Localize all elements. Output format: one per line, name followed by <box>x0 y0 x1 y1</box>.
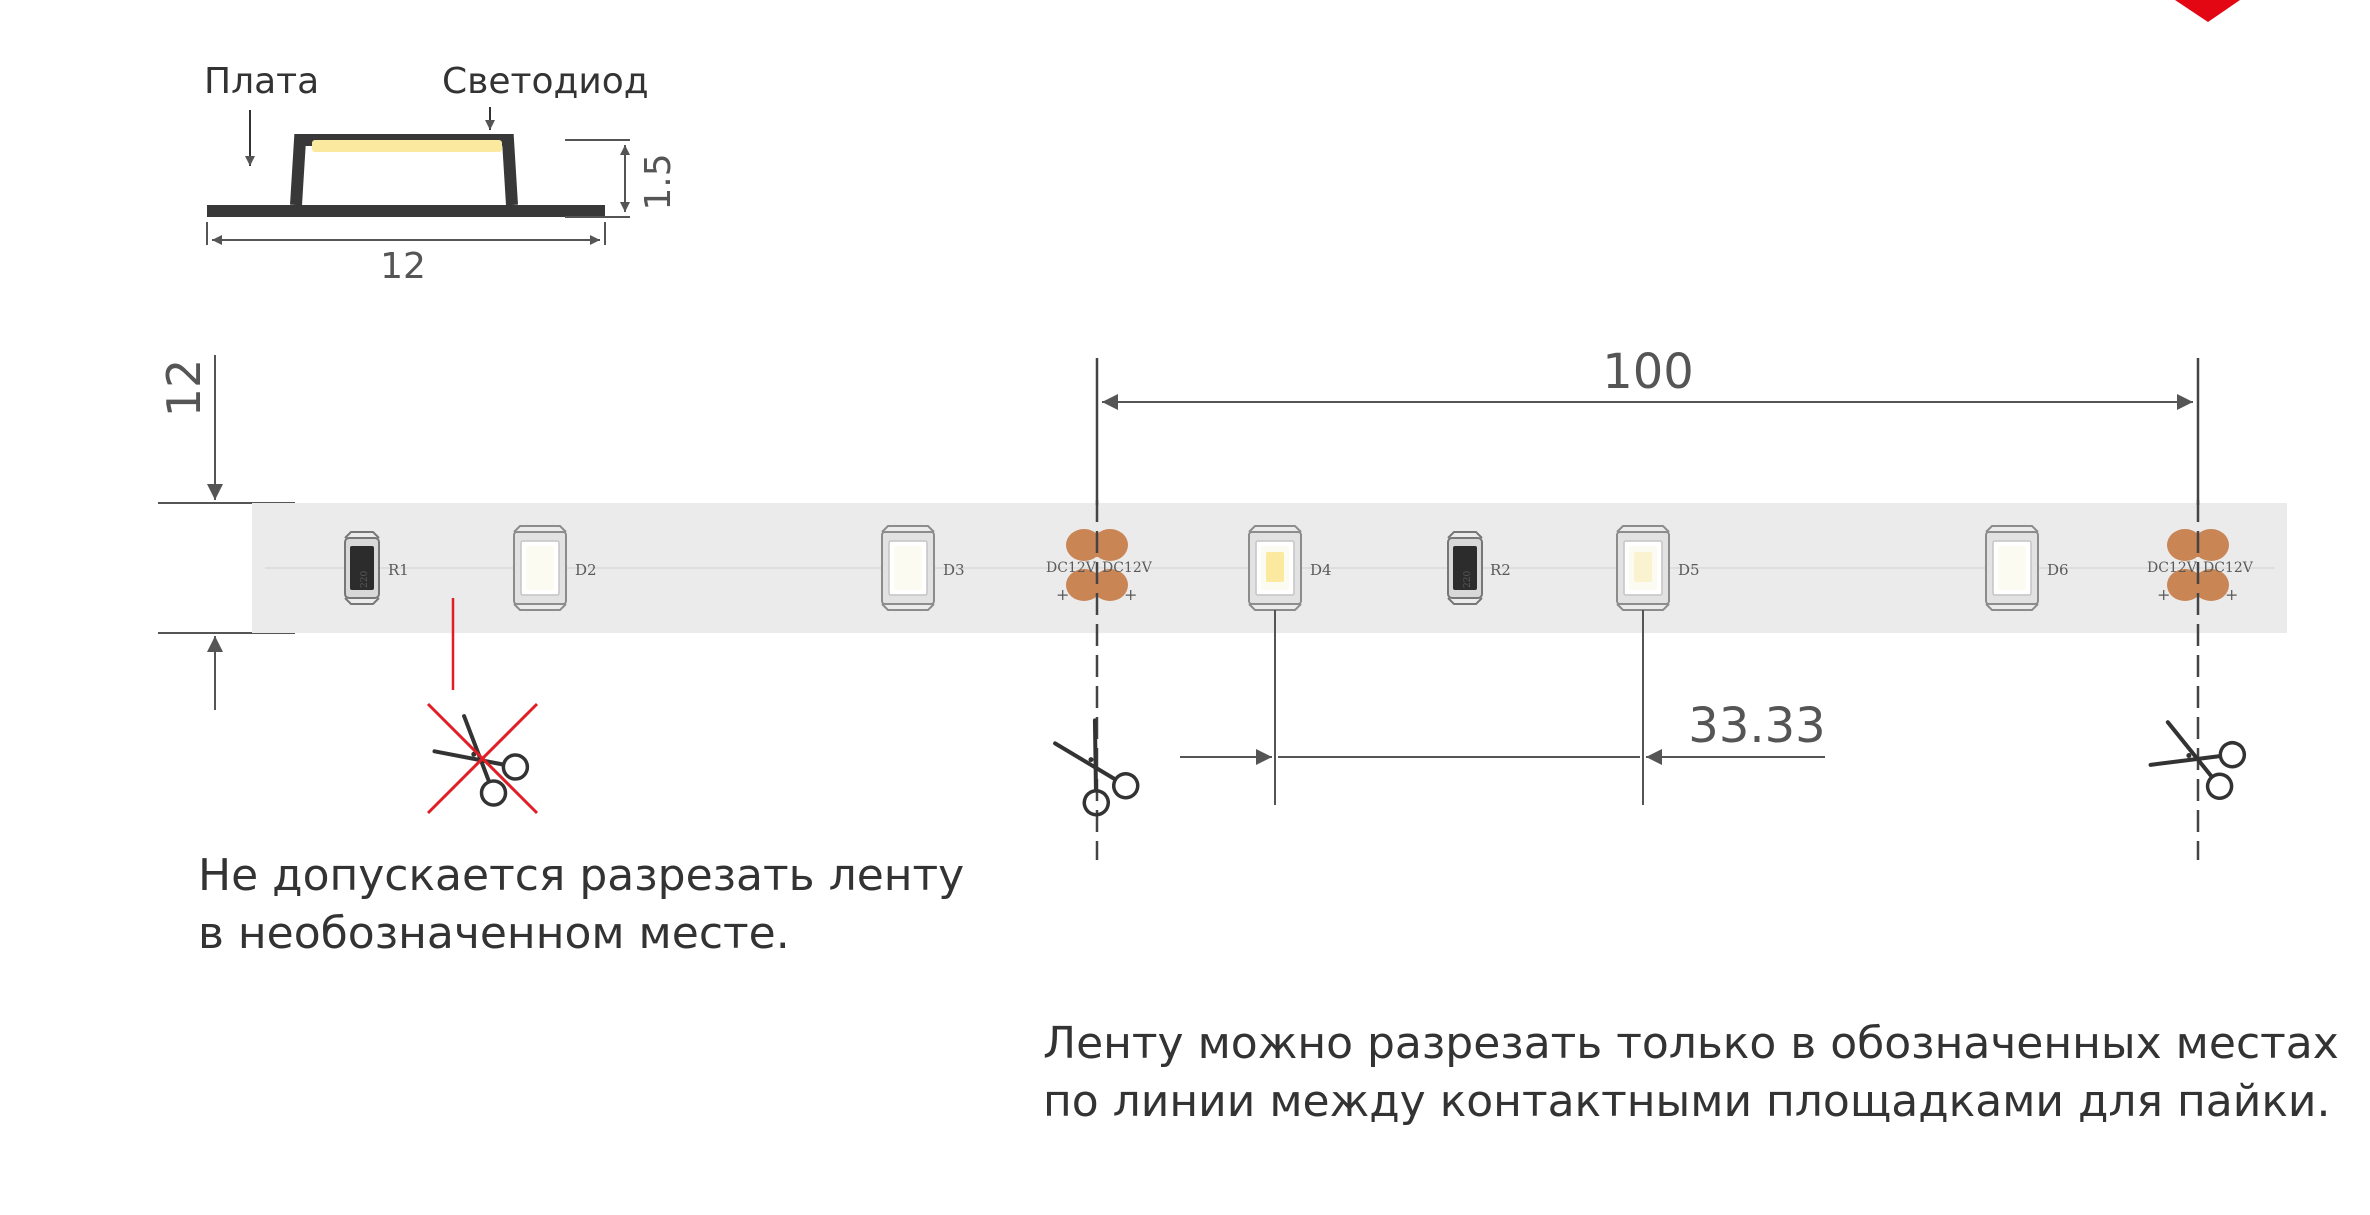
dim-segment: 100 <box>1602 344 1694 400</box>
pad-plus: + <box>2225 585 2238 604</box>
pad-plus: + <box>1056 585 1069 604</box>
note-no-cut: Не допускается разрезать ленту в необозн… <box>198 850 964 959</box>
pad-label: DC12V <box>1102 560 1153 576</box>
scissors-icon <box>1047 715 1145 822</box>
led-phosphor <box>312 140 502 152</box>
led-d3 <box>881 525 935 611</box>
dim-pitch: 33.33 <box>1688 698 1825 754</box>
pitch-dimension: 33.33 <box>1180 610 1826 805</box>
pad-label: DC12V <box>2147 560 2198 576</box>
segment-dimension: 100 <box>1102 344 2193 410</box>
led-d2 <box>513 525 567 611</box>
pad-label: DC12V <box>2203 560 2254 576</box>
label-d4: D4 <box>1310 561 1332 579</box>
dim-section-height: 1.5 <box>638 153 679 210</box>
label-d5: D5 <box>1678 561 1700 579</box>
pad-plus: + <box>1124 585 1137 604</box>
resistor-r1 <box>344 531 380 605</box>
label-r2: R2 <box>1490 561 1511 579</box>
svg-text:220: 220 <box>360 571 370 588</box>
dim-strip-width: 12 <box>157 359 211 418</box>
label-led: Светодиод <box>442 61 649 102</box>
strip-width-dimension: 12 <box>157 355 295 710</box>
svg-text:220: 220 <box>1463 571 1473 588</box>
label-d2: D2 <box>575 561 597 579</box>
led-d6 <box>1985 525 2039 611</box>
pad-label: DC12V <box>1046 560 1097 576</box>
note-no-cut-line1: Не допускается разрезать ленту <box>198 850 964 901</box>
resistor-r2 <box>1447 531 1483 605</box>
label-r1: R1 <box>388 561 409 579</box>
note-cut-line1: Ленту можно разрезать только в обозначен… <box>1043 1018 2339 1069</box>
note-cut-line2: по линии между контактными площадками дл… <box>1043 1076 2330 1127</box>
pad-plus: + <box>2157 585 2170 604</box>
label-d3: D3 <box>943 561 965 579</box>
cross-section: Плата Светодиод 1.5 12 <box>204 61 679 287</box>
note-no-cut-line2: в необозначенном месте. <box>198 908 790 959</box>
brand-corner-icon <box>2175 0 2240 22</box>
board-base <box>207 205 605 217</box>
label-board: Плата <box>204 61 319 102</box>
note-cut-allowed: Ленту можно разрезать только в обозначен… <box>1043 1018 2339 1127</box>
dim-section-width: 12 <box>380 246 426 287</box>
led-strip: 220 R1 D2 D3 DC12V DC12V + + D4 220 R2 D… <box>252 503 2287 633</box>
forbidden-cut-icon <box>426 598 539 815</box>
label-d6: D6 <box>2047 561 2069 579</box>
